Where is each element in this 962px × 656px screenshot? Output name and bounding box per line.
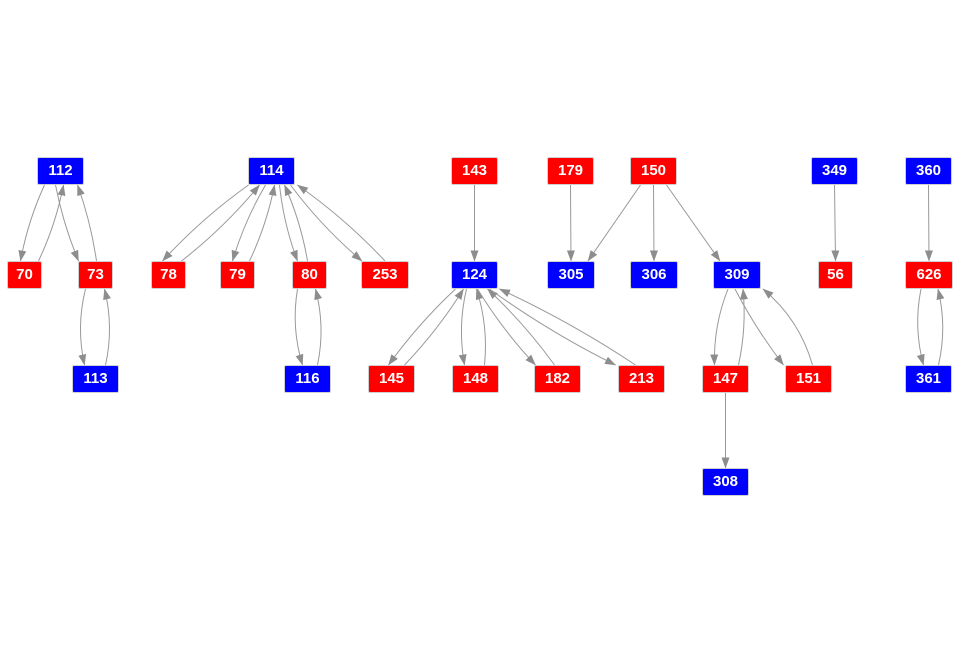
edge-150-309: [666, 184, 721, 262]
graph-node-143: 143: [451, 157, 498, 185]
graph-node-79: 79: [220, 261, 255, 289]
graph-node-361: 361: [905, 365, 952, 393]
graph-node-124: 124: [451, 261, 498, 289]
edge-626-361: [916, 288, 925, 366]
graph-node-349: 349: [811, 157, 858, 185]
edge-112-70: [18, 184, 45, 262]
graph-node-253: 253: [361, 261, 409, 289]
edge-147-309: [738, 288, 748, 366]
edge-116-80: [314, 288, 323, 366]
graph-node-182: 182: [534, 365, 581, 393]
graph-node-80: 80: [292, 261, 327, 289]
edge-253-114: [297, 184, 386, 262]
graph-node-73: 73: [78, 261, 113, 289]
edge-349-56: [831, 184, 840, 262]
edge-78-114: [181, 184, 260, 262]
edge-150-306: [649, 184, 658, 262]
edge-360-626: [924, 184, 933, 262]
edge-124-213: [489, 288, 616, 366]
edges-group: [18, 184, 945, 469]
edge-309-151: [734, 288, 784, 366]
edge-113-73: [103, 288, 111, 366]
edge-112-73: [55, 184, 79, 262]
graph-node-78: 78: [151, 261, 186, 289]
edge-148-124: [475, 288, 486, 366]
edge-179-305: [566, 184, 575, 262]
graph-node-360: 360: [905, 157, 952, 185]
graph-node-150: 150: [630, 157, 677, 185]
graph-node-626: 626: [905, 261, 953, 289]
edge-79-114: [249, 184, 277, 262]
graph-node-112: 112: [37, 157, 84, 185]
edge-114-80: [279, 184, 298, 262]
edge-309-147: [710, 288, 729, 366]
graph-node-213: 213: [618, 365, 665, 393]
edge-124-148: [458, 288, 467, 366]
edge-114-79: [231, 184, 266, 262]
edge-145-124: [404, 288, 464, 366]
graph-node-306: 306: [630, 261, 678, 289]
edge-213-124: [499, 288, 636, 366]
graph-node-147: 147: [702, 365, 749, 393]
edge-182-124: [487, 288, 555, 366]
graph-node-56: 56: [818, 261, 853, 289]
edge-114-78: [162, 184, 249, 262]
graph-node-114: 114: [248, 157, 295, 185]
edge-70-112: [38, 184, 66, 262]
graph-node-116: 116: [284, 365, 331, 393]
graph-node-308: 308: [702, 468, 749, 496]
graph-node-148: 148: [452, 365, 499, 393]
edge-151-309: [762, 288, 813, 366]
edge-73-112: [77, 184, 97, 262]
edge-80-114: [284, 184, 308, 262]
edge-73-113: [78, 288, 87, 366]
graph-node-70: 70: [7, 261, 42, 289]
edge-124-182: [477, 288, 536, 366]
graph-node-113: 113: [72, 365, 119, 393]
graph-node-305: 305: [547, 261, 595, 289]
graph-node-179: 179: [547, 157, 594, 185]
edge-124-145: [388, 288, 456, 366]
graph-node-309: 309: [713, 261, 761, 289]
graph-node-151: 151: [785, 365, 832, 393]
edge-361-626: [936, 288, 945, 366]
edge-80-116: [294, 288, 304, 366]
edge-150-305: [587, 184, 641, 262]
edge-114-253: [290, 184, 363, 262]
graph-node-145: 145: [368, 365, 415, 393]
